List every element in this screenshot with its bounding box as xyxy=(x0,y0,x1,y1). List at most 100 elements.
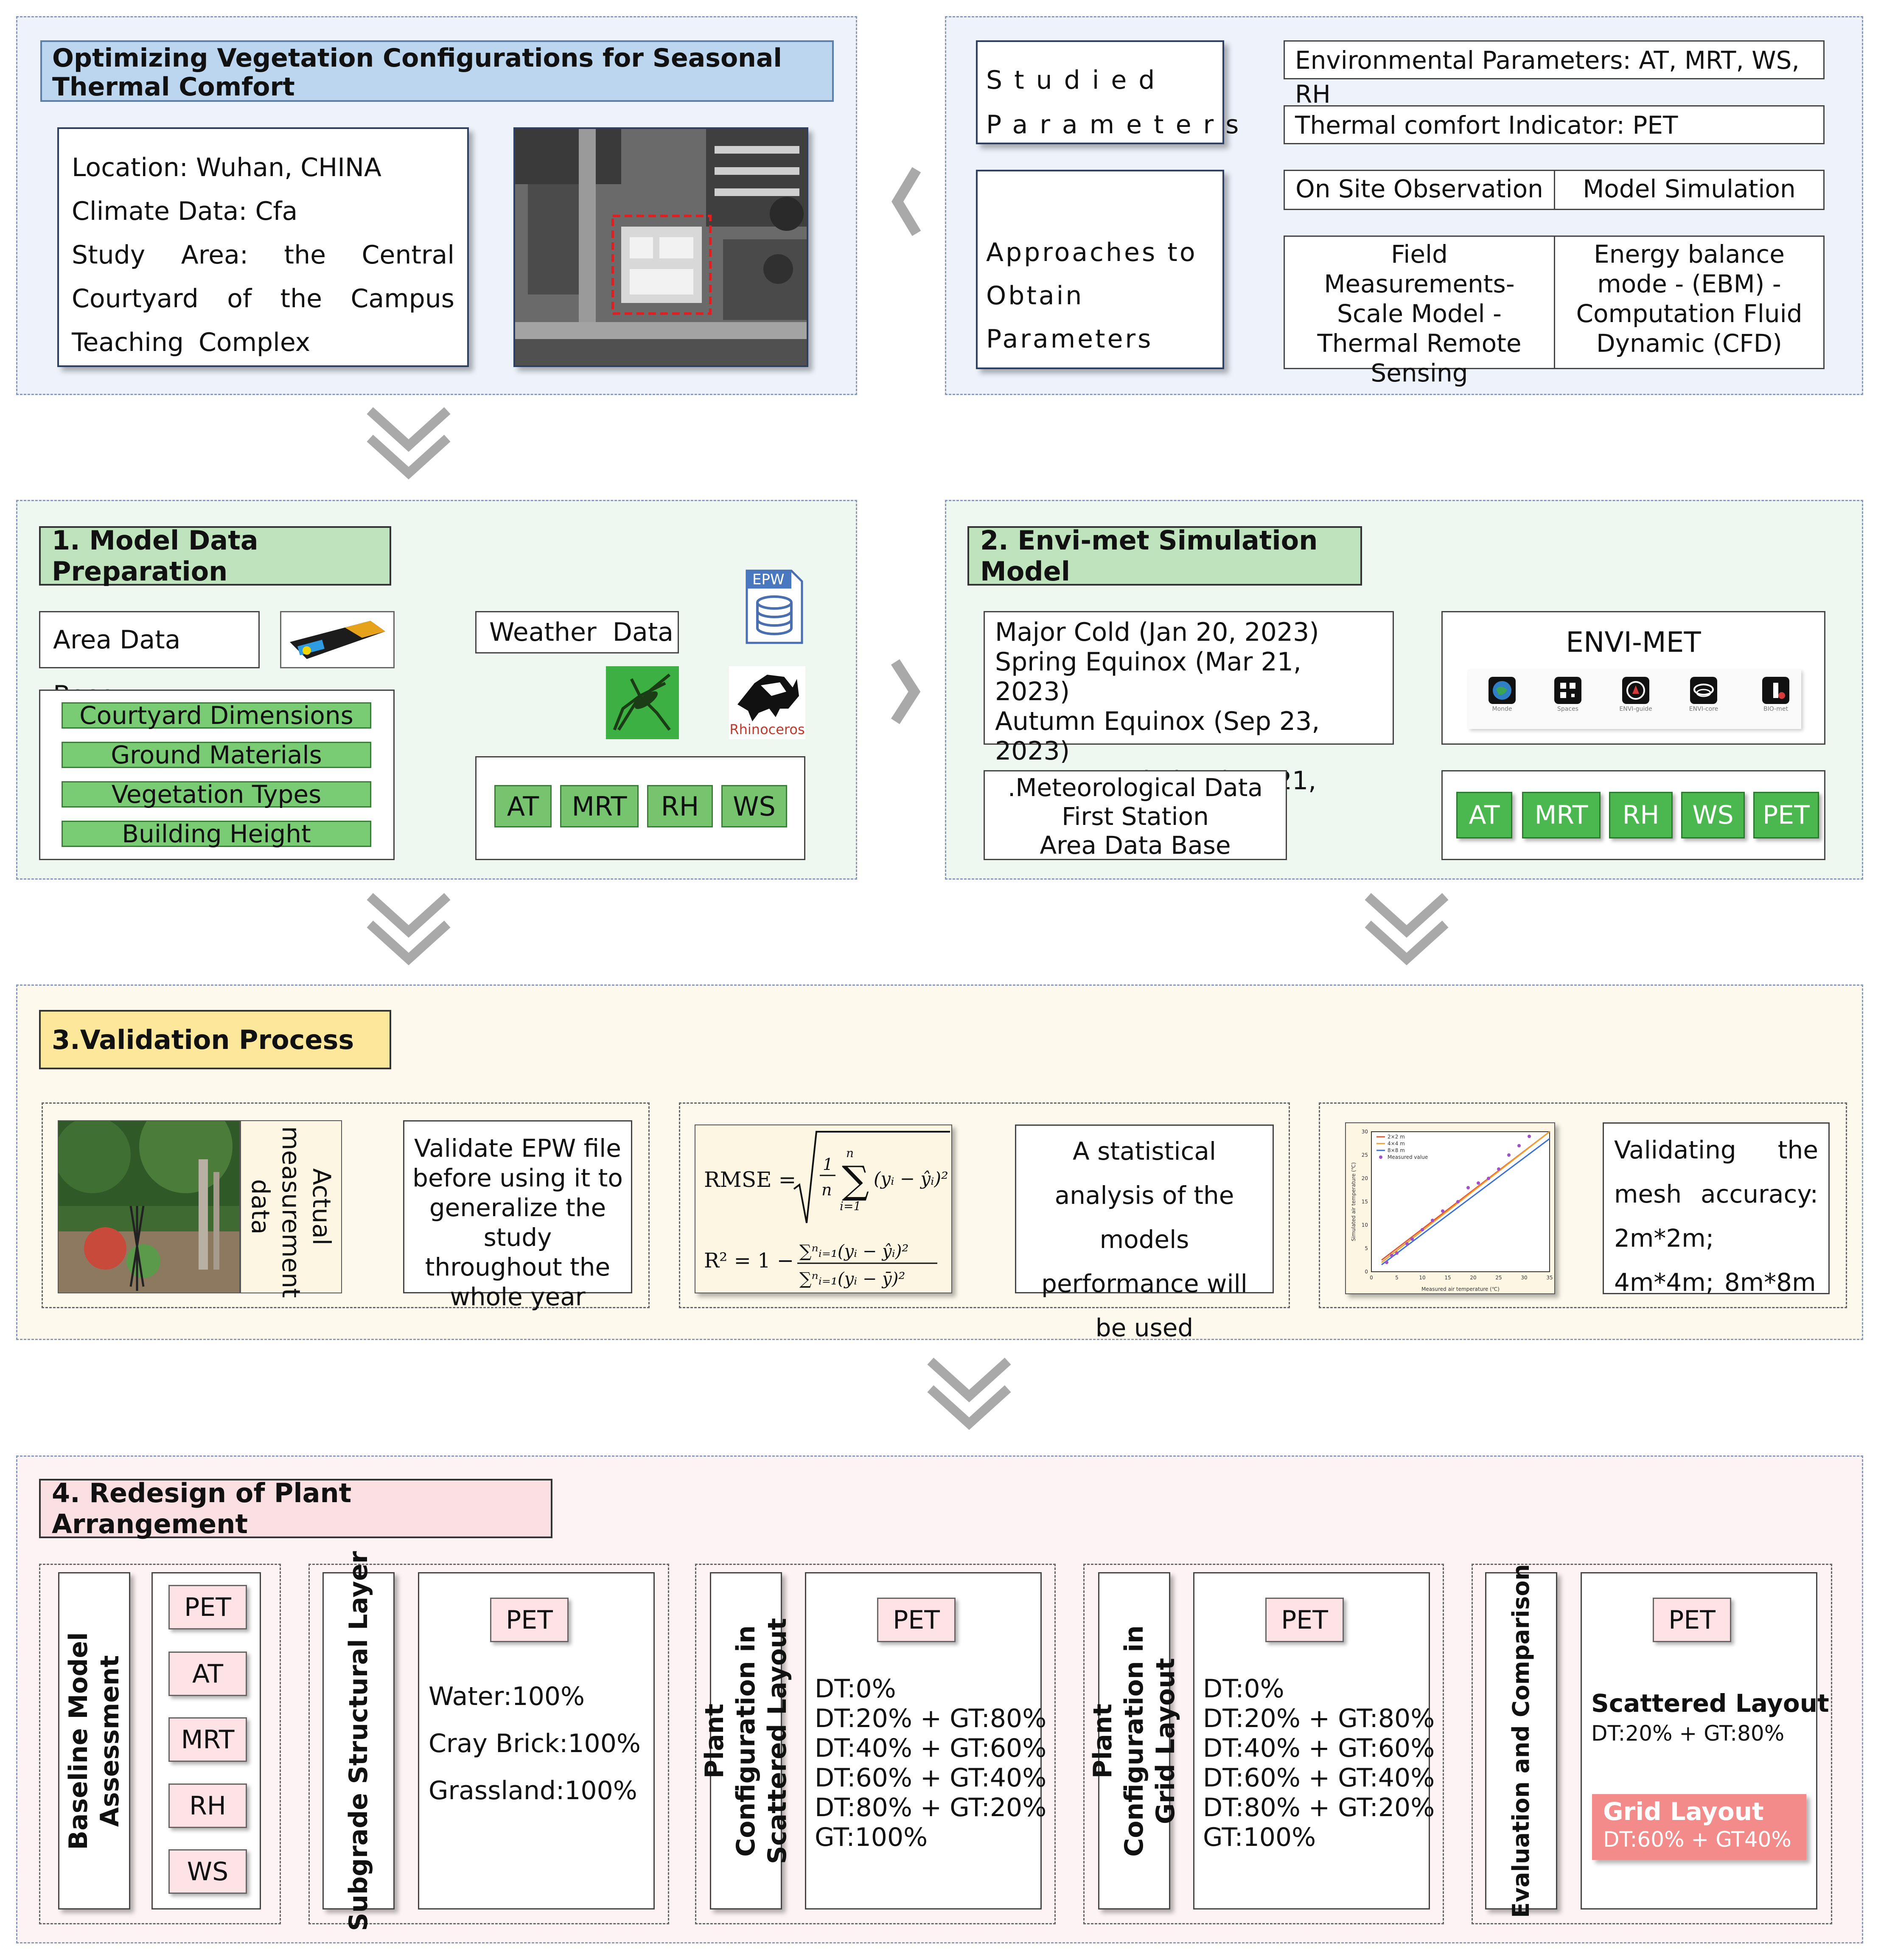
x-tick-label: 35 xyxy=(1546,1275,1553,1281)
statistical-analysis-box: A statistical analysis of the models per… xyxy=(1015,1124,1274,1342)
svg-text:n: n xyxy=(821,1180,832,1199)
y-tick-label: 25 xyxy=(1362,1152,1368,1158)
building-height-label: Building Height xyxy=(62,821,371,847)
bio-met-icon: BIO-met xyxy=(1759,677,1793,723)
sim-output-rh: RH xyxy=(1609,792,1673,838)
x-tick-label: 0 xyxy=(1370,1275,1373,1281)
legend-label: 4×4 m xyxy=(1388,1141,1405,1147)
scattered-label: Plant Configuration in Scattered Layout xyxy=(700,1572,792,1910)
x-tick-label: 25 xyxy=(1495,1275,1502,1281)
baseline-ws: WS xyxy=(168,1849,247,1894)
on-site-observation-box: On Site Observation xyxy=(1284,170,1555,210)
subgrade-water: Water:100% xyxy=(429,1682,585,1711)
measured-point xyxy=(1431,1219,1434,1222)
measured-point xyxy=(1477,1181,1480,1185)
envimet-box: ENVI-MET Monde Spaces ENVI-guide ENVI-co… xyxy=(1441,611,1825,745)
evaluation-pet: PET xyxy=(1653,1598,1731,1642)
sim-output-at: AT xyxy=(1456,792,1512,838)
step1-title: 1. Model Data Preparation xyxy=(39,525,391,587)
measured-point xyxy=(1487,1177,1490,1180)
scattered-group xyxy=(695,1564,1056,1924)
step2-title: 2. Envi-met Simulation Model xyxy=(967,525,1362,587)
study-area-text: Study Area: the Central Courtyard of the… xyxy=(72,240,454,357)
subgrade-label: Subgrade Structural Layer xyxy=(322,1551,395,1931)
r2-label: R² = 1 − xyxy=(704,1249,794,1273)
approaches-box: Approaches to Obtain Parameters xyxy=(976,170,1224,369)
field-methods-box: Field Measurements- Scale Model - Therma… xyxy=(1284,236,1555,387)
simulation-dates-box: Major Cold (Jan 20, 2023) Spring Equinox… xyxy=(984,611,1394,825)
output-mrt: MRT xyxy=(560,785,639,827)
measured-point xyxy=(1410,1237,1414,1241)
y-tick-label: 10 xyxy=(1362,1222,1368,1228)
measured-point xyxy=(1395,1251,1399,1255)
monde-icon: Monde xyxy=(1485,677,1519,723)
chevron-down-icon xyxy=(367,893,451,965)
chevron-down-icon xyxy=(367,407,451,479)
y-tick-label: 15 xyxy=(1362,1199,1368,1205)
grid-pet: PET xyxy=(1265,1598,1344,1642)
svg-text:(yᵢ − ŷᵢ)²: (yᵢ − ŷᵢ)² xyxy=(874,1168,948,1189)
actual-measurement-label: Actual measurement data xyxy=(240,1120,342,1298)
svg-text:∑ⁿᵢ₌₁(yᵢ − ȳ)²: ∑ⁿᵢ₌₁(yᵢ − ȳ)² xyxy=(799,1269,905,1289)
baseline-pet: PET xyxy=(168,1585,247,1629)
location-text: Location: Wuhan, CHINA xyxy=(72,153,381,182)
baseline-label: Baseline Model Assessment xyxy=(58,1572,130,1910)
formula-box: RMSE = 1 n ∑ n i=1 (yᵢ − ŷᵢ)² R² = 1 − ∑… xyxy=(695,1124,952,1293)
spaces-icon: Spaces xyxy=(1551,677,1585,723)
step4-title: 4. Redesign of Plant Arrangement xyxy=(39,1478,552,1539)
legend-swatch xyxy=(1379,1155,1382,1159)
ground-materials-label: Ground Materials xyxy=(62,742,371,768)
evaluation-group xyxy=(1472,1564,1832,1924)
x-tick-label: 15 xyxy=(1444,1275,1451,1281)
laser-meter-icon xyxy=(280,611,395,668)
svg-text:∑ⁿᵢ₌₁(yᵢ − ŷᵢ)²: ∑ⁿᵢ₌₁(yᵢ − ŷᵢ)² xyxy=(799,1242,908,1261)
aerial-photo xyxy=(513,127,808,367)
legend-label: 2×2 m xyxy=(1388,1134,1405,1140)
chevron-down-icon xyxy=(1365,893,1449,965)
field-photo xyxy=(58,1120,240,1293)
chevron-right-icon xyxy=(891,659,921,724)
meteorological-data-box: .Meteorological Data First Station Area … xyxy=(984,770,1287,860)
measured-point xyxy=(1390,1253,1393,1257)
output-ws: WS xyxy=(721,785,787,827)
chevron-down-icon xyxy=(927,1357,1011,1430)
scatter-ylabel: Simulated air temperature (℃) xyxy=(1351,1162,1357,1241)
chevron-left-icon xyxy=(891,167,921,236)
scattered-layout-value: DT:20% + GT:80% xyxy=(1591,1721,1785,1746)
envi-core-icon: ENVI-core xyxy=(1687,677,1721,723)
measured-point xyxy=(1528,1135,1531,1138)
validation-group-1 xyxy=(42,1102,650,1308)
grid-mix-list: DT:0% DT:20% + GT:80% DT:40% + GT:60% DT… xyxy=(1203,1674,1435,1852)
y-tick-label: 0 xyxy=(1365,1269,1368,1275)
vegetation-types-label: Vegetation Types xyxy=(62,781,371,808)
model-simulation-box: Model Simulation xyxy=(1554,170,1825,210)
output-rh: RH xyxy=(647,785,713,827)
subgrade-group xyxy=(308,1564,669,1924)
scattered-pet: PET xyxy=(877,1598,956,1642)
environmental-parameters-box: Environmental Parameters: AT, MRT, WS, R… xyxy=(1284,40,1825,109)
sim-output-mrt: MRT xyxy=(1522,792,1601,838)
scattered-layout-title: Scattered Layout xyxy=(1591,1689,1829,1718)
thermal-indicator-box: Thermal comfort Indicator: PET xyxy=(1284,105,1825,144)
svg-text:i=1: i=1 xyxy=(840,1199,861,1213)
svg-text:1: 1 xyxy=(823,1155,833,1174)
grid-layout-highlight: Grid Layout DT:60% + GT40% xyxy=(1592,1794,1806,1860)
subgrade-pet: PET xyxy=(490,1598,569,1642)
output-at: AT xyxy=(494,785,552,827)
baseline-rh: RH xyxy=(168,1783,247,1828)
measured-point xyxy=(1517,1144,1521,1147)
validate-epw-box: Validate EPW file before using it to gen… xyxy=(403,1120,632,1311)
epw-file-icon: EPW xyxy=(745,569,804,645)
rmse-label: RMSE = xyxy=(704,1167,796,1192)
scattered-mix-list: DT:0% DT:20% + GT:80% DT:40% + GT:60% DT… xyxy=(815,1674,1047,1852)
measured-point xyxy=(1507,1153,1511,1157)
sim-output-pet: PET xyxy=(1753,792,1819,838)
mesh-accuracy-box: Validating the mesh accuracy: 2m*2m; 4m*… xyxy=(1603,1122,1830,1297)
step3-title: 3.Validation Process xyxy=(39,1010,391,1069)
scattered-content-box xyxy=(805,1572,1042,1910)
y-tick-label: 30 xyxy=(1362,1129,1368,1135)
grid-group xyxy=(1083,1564,1444,1924)
fit-line-2 xyxy=(1381,1138,1550,1265)
studied-parameters-box: Studied Parameters xyxy=(976,40,1239,144)
